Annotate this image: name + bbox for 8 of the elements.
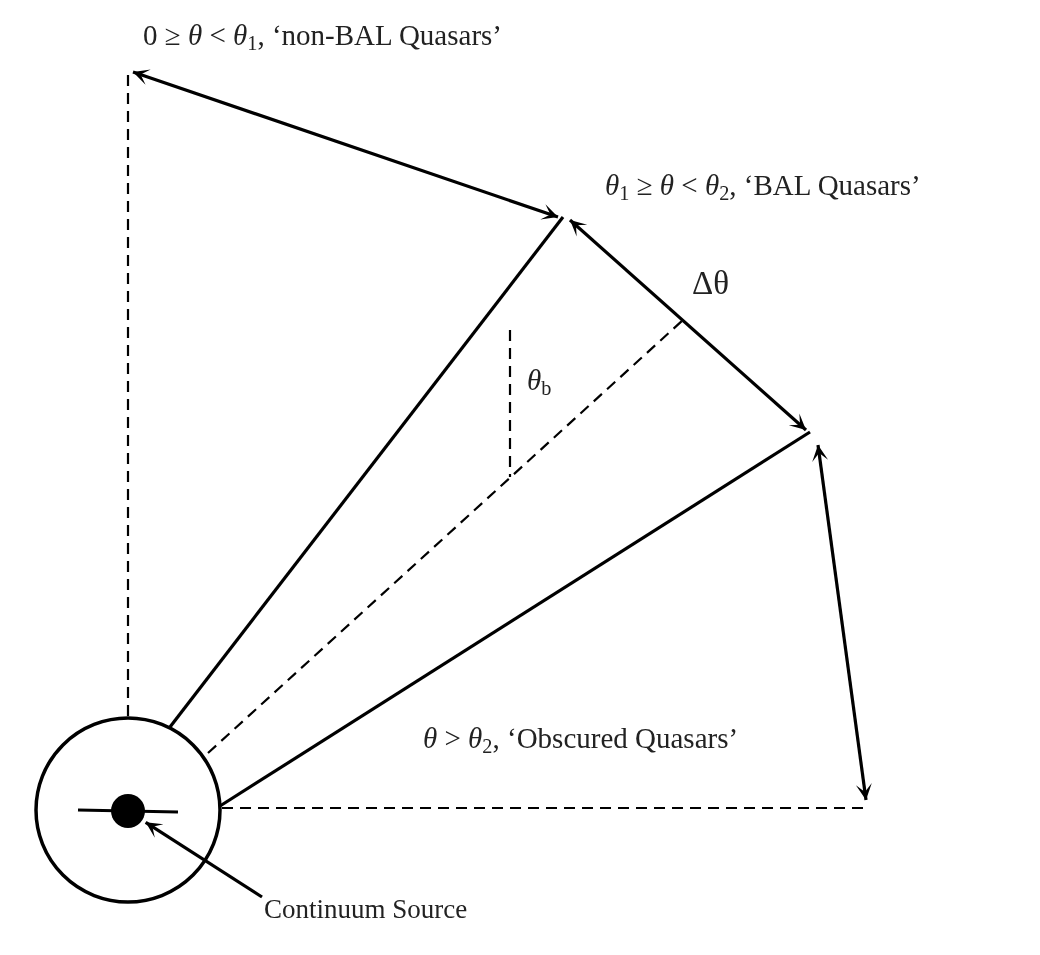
region-label: 0 ≥ θ < θ$_{1}$, ‘non-BAL Quasars’ xyxy=(143,20,502,52)
callout-text: Continuum Source xyxy=(264,895,468,925)
angle-label: Δθ xyxy=(692,265,730,302)
region-label: θ > θ$_{2}$, ‘Obscured Quasars’ xyxy=(423,723,739,755)
source-dot xyxy=(111,794,145,828)
angle-label: θ$_{b}$ xyxy=(527,365,552,397)
leader-arrow xyxy=(144,821,263,899)
region-label: θ$_{1}$ ≥ θ < θ$_{2}$, ‘BAL Quasars’ xyxy=(605,170,921,202)
